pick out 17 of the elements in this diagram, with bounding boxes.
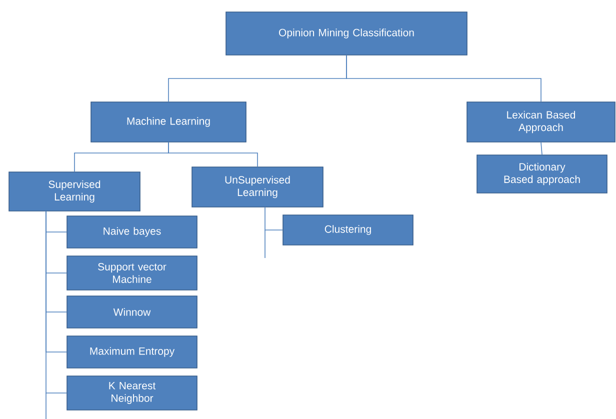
connector-line xyxy=(168,142,258,167)
connector-line xyxy=(46,211,67,394)
connector-line xyxy=(346,55,542,102)
category-box: Winnow xyxy=(66,296,198,328)
category-box: Machine Learning xyxy=(90,102,246,142)
connector-line xyxy=(264,206,283,230)
connector-line xyxy=(540,142,542,155)
category-box: Lexican Based Approach xyxy=(466,102,616,142)
category-box: Support vector Machine xyxy=(66,256,198,290)
category-box: Supervised Learning xyxy=(8,172,140,212)
category-box: Clustering xyxy=(282,214,414,246)
category-box: K Nearest Neighbor xyxy=(66,376,198,410)
category-box: Maximum Entropy xyxy=(66,336,198,368)
category-box: Naive bayes xyxy=(66,216,198,248)
category-box: UnSupervised Learning xyxy=(192,166,324,208)
category-box: Opinion Mining Classification xyxy=(226,12,468,56)
category-box: Dictionary Based approach xyxy=(476,154,608,194)
